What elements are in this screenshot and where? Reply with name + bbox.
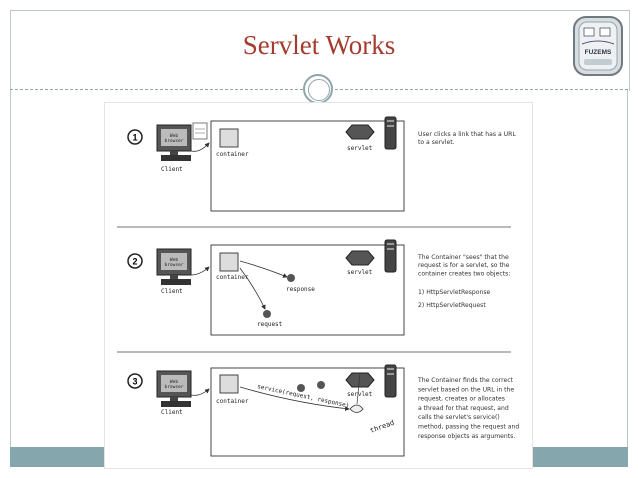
step-3-container-label: container bbox=[216, 398, 249, 405]
step-1-servlet-shape bbox=[345, 124, 375, 140]
step-2-desc-line-3: container creates two objects: bbox=[418, 270, 510, 277]
slide-border-left bbox=[10, 90, 11, 448]
step-2-client-label: Client bbox=[161, 288, 183, 295]
step-1-browser-label: Web bbox=[170, 133, 178, 139]
step-1-client-label: Client bbox=[161, 166, 183, 173]
step-1-container-label: container bbox=[216, 151, 249, 158]
slide-border-right bbox=[627, 90, 628, 448]
step-3-description: The Container finds the correct servlet … bbox=[417, 377, 521, 440]
step-2-server bbox=[384, 239, 397, 273]
svg-text:browser: browser bbox=[165, 384, 184, 390]
step-3-request-object bbox=[297, 384, 305, 392]
step-3-server bbox=[384, 364, 397, 398]
svg-text:Web: Web bbox=[170, 257, 178, 263]
step-3-response-object bbox=[317, 381, 325, 389]
step-1-desc-line-1: User clicks a link that has a URL bbox=[418, 131, 516, 138]
step-1-container-box bbox=[210, 120, 405, 212]
step-2-response-object bbox=[287, 274, 295, 282]
svg-text:Web: Web bbox=[170, 379, 178, 385]
step-3-servlet-label: servlet bbox=[347, 391, 373, 398]
step-2-item-1: 1) HttpServletResponse bbox=[418, 289, 490, 296]
step-2-request-object bbox=[263, 310, 271, 318]
step-2: 2 Web browser Client container response … bbox=[127, 239, 511, 336]
fuzems-logo: FUZEMS bbox=[570, 14, 626, 80]
step-1-browser-label-2: browser bbox=[165, 138, 184, 144]
step-2-desc-line-1: The Container "sees" that the bbox=[417, 254, 509, 261]
step-2-desc-line-2: request is for a servlet, so the bbox=[418, 262, 510, 269]
step-2-request-label: request bbox=[257, 321, 283, 328]
step-2-description: The Container "sees" that the request is… bbox=[417, 254, 511, 277]
step-3-desc-line-4: a thread for that request, and bbox=[418, 405, 509, 412]
step-2-item-2: 2) HttpServletRequest bbox=[418, 302, 486, 309]
step-2-number: 2 bbox=[132, 257, 137, 267]
servlet-diagram: 1 Web browser Client container servlet U… bbox=[105, 103, 532, 468]
step-2-container-label: container bbox=[216, 274, 249, 281]
step-3-thread-object bbox=[349, 404, 364, 413]
logo-text: FUZEMS bbox=[585, 49, 612, 56]
svg-text:browser: browser bbox=[165, 262, 184, 268]
step-2-servlet-shape bbox=[345, 250, 375, 266]
step-3-desc-line-6: method, passing the request and bbox=[418, 424, 519, 431]
step-3-client-label: Client bbox=[161, 409, 183, 416]
step-1-servlet-label: servlet bbox=[347, 145, 373, 152]
step-3-desc-line-7: response objects as arguments. bbox=[418, 433, 515, 440]
step-3-desc-line-2: servlet based on the URL in the bbox=[418, 386, 514, 393]
step-2-servlet-label: servlet bbox=[347, 269, 373, 276]
step-1-description: User clicks a link that has a URL to a s… bbox=[418, 131, 518, 146]
divider-ornament bbox=[303, 74, 333, 104]
step-1: 1 Web browser Client container servlet U… bbox=[127, 116, 518, 212]
step-1-number: 1 bbox=[132, 133, 137, 143]
step-3-desc-line-1: The Container finds the correct bbox=[417, 377, 514, 384]
step-3-desc-line-5: calls the servlet's service() bbox=[418, 414, 500, 421]
step-1-server bbox=[384, 116, 397, 150]
step-1-desc-line-2: to a servlet. bbox=[418, 139, 455, 146]
step-2-response-label: response bbox=[286, 286, 315, 293]
step-3-container-box bbox=[210, 367, 405, 457]
step-3-desc-line-3: request, creates or allocates bbox=[418, 396, 505, 403]
step-3: 3 Web browser Client container service(r… bbox=[127, 364, 521, 457]
step-1-request-note bbox=[192, 122, 208, 140]
step-3-number: 3 bbox=[132, 377, 137, 387]
slide-title: Servlet Works bbox=[242, 30, 396, 60]
